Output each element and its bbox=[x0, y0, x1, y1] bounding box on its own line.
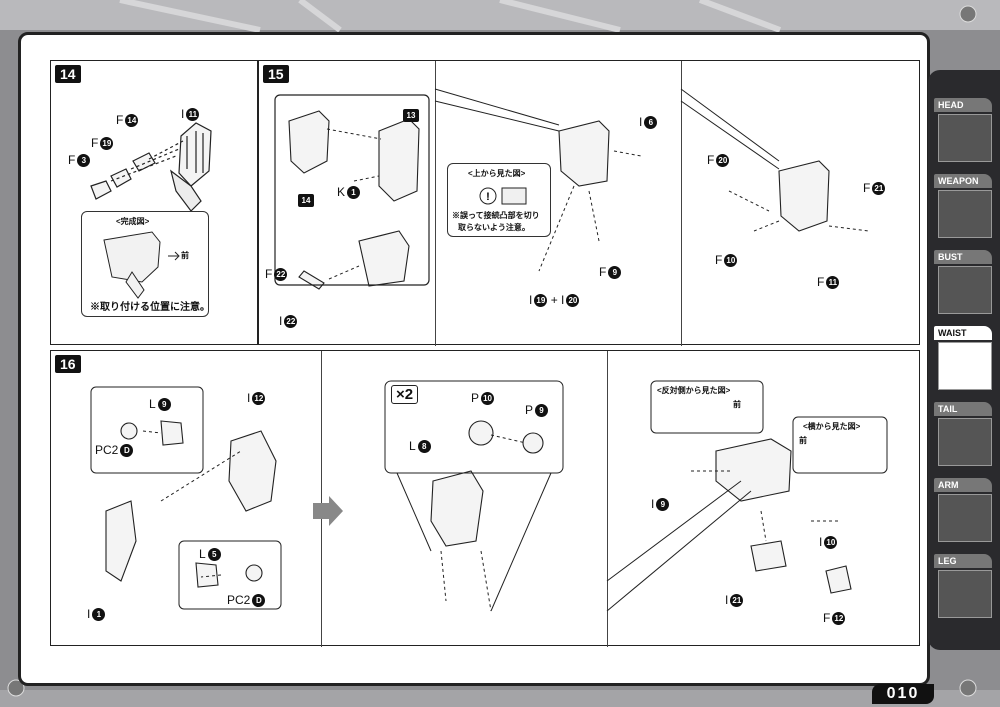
tab-tail[interactable]: TAIL bbox=[934, 402, 996, 470]
tab-waist[interactable]: WAIST bbox=[934, 326, 996, 394]
step-16-illustration bbox=[90, 380, 888, 612]
completed-view-illustration bbox=[103, 231, 180, 299]
caution-icon: ! bbox=[479, 187, 527, 205]
page-number: 010 bbox=[872, 684, 934, 704]
inset-title: <完成図> bbox=[116, 217, 150, 226]
divider bbox=[435, 61, 436, 346]
svg-text:!: ! bbox=[486, 191, 490, 203]
step-14-illustration bbox=[90, 122, 212, 212]
top-view-inset: <上から見た図> ! ※誤って接続凸部を切り 取らないよう注意。 bbox=[447, 163, 551, 237]
caution-note-2: 取らないよう注意。 bbox=[458, 223, 530, 232]
divider bbox=[321, 351, 322, 647]
position-note: ※取り付ける位置に注意。 bbox=[90, 302, 210, 313]
tab-leg[interactable]: LEG bbox=[934, 554, 996, 622]
tab-bust[interactable]: BUST bbox=[934, 250, 996, 318]
front-label: 前 bbox=[181, 251, 189, 260]
step-number: 16 bbox=[55, 355, 81, 373]
step-number: 14 bbox=[55, 65, 81, 83]
quantity-x2: ×2 bbox=[391, 385, 419, 404]
front-label-b: 前 bbox=[799, 436, 807, 445]
tab-weapon[interactable]: WEAPON bbox=[934, 174, 996, 242]
part-label-13: 13 bbox=[401, 108, 419, 123]
divider bbox=[681, 61, 682, 346]
side-view-title: <横から見た図> bbox=[803, 422, 861, 431]
opposite-side-view-title: <反対側から見た図> bbox=[657, 386, 731, 395]
front-label-a: 前 bbox=[733, 400, 741, 409]
tab-arm[interactable]: ARM bbox=[934, 478, 996, 546]
section-sidebar: HEAD WEAPON BUST WAIST TAIL ARM LEG bbox=[928, 70, 1000, 650]
inset-title: <上から見た図> bbox=[468, 169, 526, 178]
tab-head[interactable]: HEAD bbox=[934, 98, 996, 166]
step-16-panel: 16 bbox=[50, 350, 920, 647]
caution-note-1: ※誤って接続凸部を切り bbox=[452, 211, 540, 220]
step-15-illustration bbox=[274, 88, 870, 290]
step-number: 15 bbox=[263, 65, 289, 83]
completed-view-inset: <完成図> 前 ※取り付ける位置に注意。 bbox=[81, 211, 210, 317]
part-label-14: 14 bbox=[296, 193, 314, 208]
divider bbox=[607, 351, 608, 647]
